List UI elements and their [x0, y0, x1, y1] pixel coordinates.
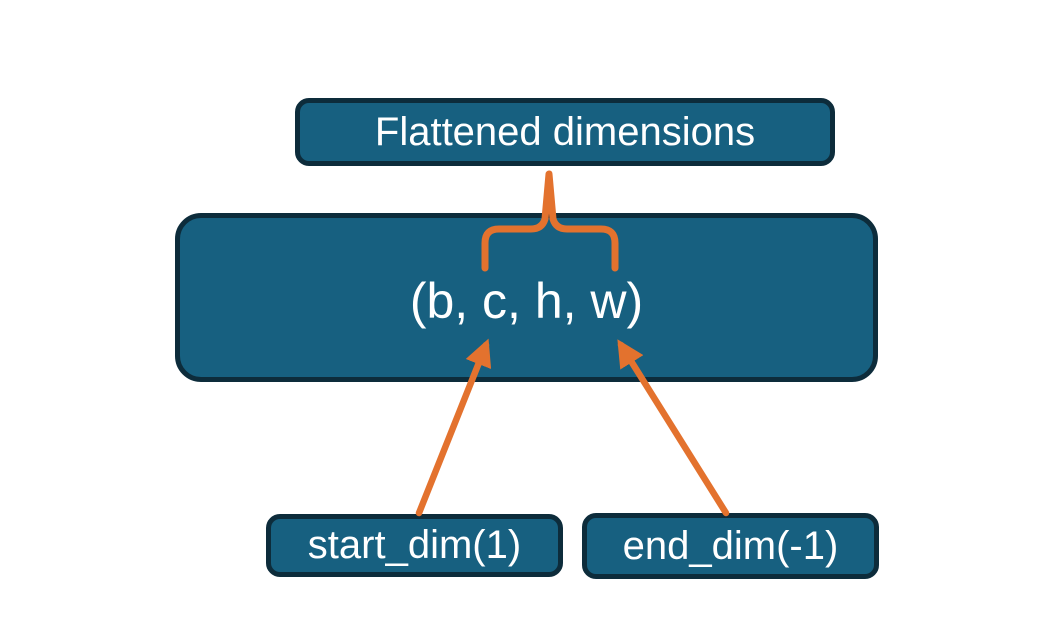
- tensor-shape-box: (b, c, h, w): [175, 213, 878, 382]
- tensor-shape-label: (b, c, h, w): [409, 272, 644, 329]
- end-dim-label: end_dim(-1): [622, 523, 839, 568]
- end-dim-box: end_dim(-1): [582, 513, 879, 579]
- start-dim-box: start_dim(1): [266, 514, 563, 577]
- flattened-dimensions-box: Flattened dimensions: [295, 98, 835, 166]
- start-dim-label: start_dim(1): [307, 523, 522, 567]
- flattened-dimensions-label: Flattened dimensions: [374, 109, 756, 154]
